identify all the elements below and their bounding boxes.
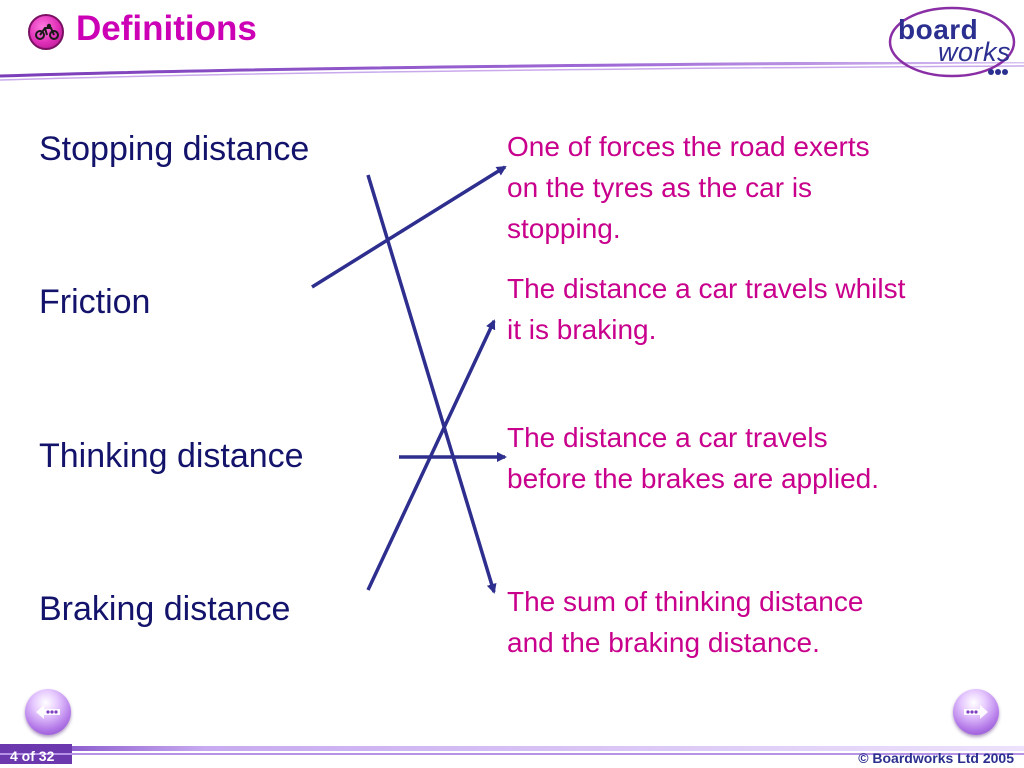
definition-line: and the braking distance. (507, 627, 820, 658)
term-friction: Friction (39, 283, 151, 321)
definition-line: on the tyres as the car is (507, 172, 813, 203)
definition-thinking-distance: The distance a car travels before the br… (507, 417, 879, 499)
page-title: Definitions (76, 9, 257, 48)
connector-friction-to-force[interactable] (311, 165, 507, 289)
forward-button[interactable] (953, 689, 999, 735)
logo-text-board: board (898, 14, 979, 45)
boardworks-logo (888, 6, 1016, 78)
definition-braking-distance: The distance a car travels whilst it is … (507, 268, 905, 350)
term-stopping-distance: Stopping distance (39, 130, 310, 168)
definition-line: One of forces the road exerts (507, 131, 870, 162)
footer-bar (0, 744, 1024, 764)
connector-stopping-to-sum[interactable] (366, 174, 497, 594)
definition-line: it is braking. (507, 314, 657, 345)
copyright-notice: © Boardworks Ltd 2005 (858, 750, 1014, 766)
definition-line: The distance a car travels whilst (507, 273, 906, 304)
definition-line: The distance a car travels (507, 422, 828, 453)
logo-text-works: works (938, 37, 1012, 67)
back-button[interactable] (25, 689, 71, 735)
connector-braking-to-whilst[interactable] (366, 319, 496, 591)
back-arrow-icon (36, 705, 60, 719)
definition-line: before the brakes are applied. (507, 463, 880, 494)
forward-arrow-icon (964, 705, 988, 719)
term-thinking-distance: Thinking distance (39, 437, 304, 475)
definition-stopping-distance: The sum of thinking distance and the bra… (507, 581, 863, 663)
header-divider (0, 62, 1024, 81)
definition-line: The sum of thinking distance (507, 586, 864, 617)
logo-dots (988, 62, 1009, 80)
motorbike-icon (28, 14, 64, 50)
definition-line: stopping. (507, 213, 621, 244)
page-indicator: 4 of 32 (10, 748, 55, 764)
definition-friction-force: One of forces the road exerts on the tyr… (507, 126, 870, 249)
term-braking-distance: Braking distance (39, 590, 291, 628)
